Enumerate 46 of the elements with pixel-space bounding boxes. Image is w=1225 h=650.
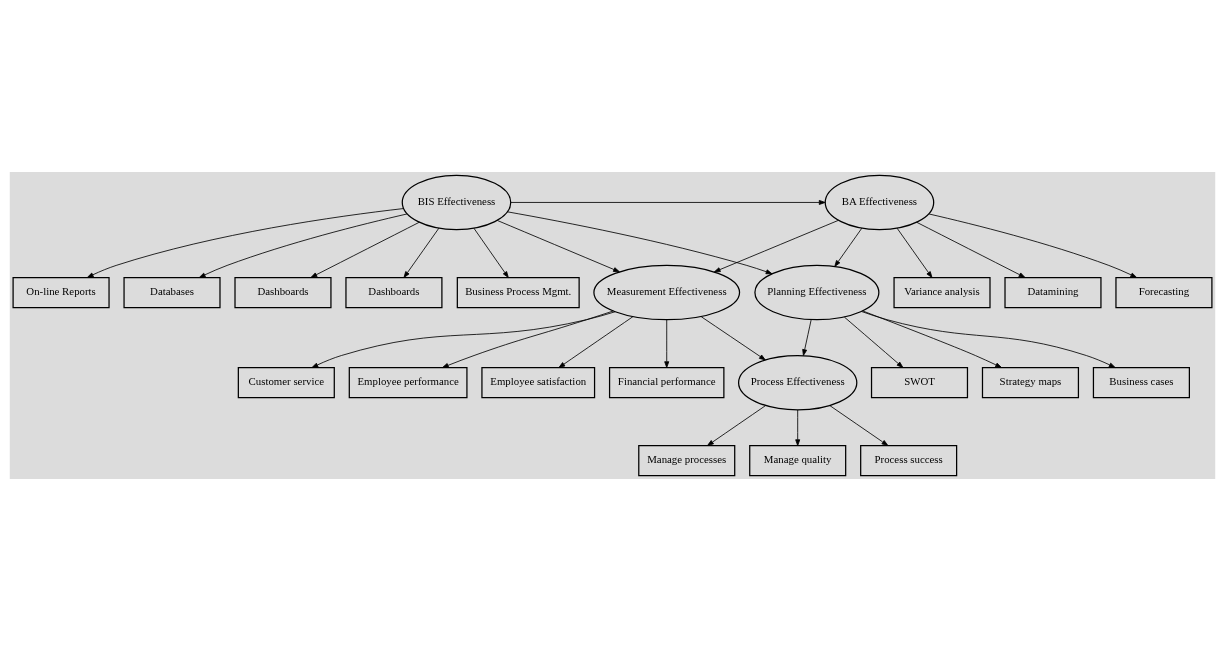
arrow [843,316,904,368]
node-box: Business Process Mgmt. [456,276,580,308]
node-box: Manage processes [638,444,736,476]
arrow [510,199,826,205]
arrow [496,219,620,272]
arrow [86,207,404,278]
arrow [558,315,634,368]
node-box: Manage quality [749,444,847,476]
node-box: On-line Reports [12,276,110,308]
node-ellipse: Planning Effectiveness [754,264,880,320]
arrow [664,318,670,368]
node-box: Employee performance [348,366,468,398]
node-box: Employee satisfaction [481,366,596,398]
node-box: Databases [123,276,221,308]
node-box: Forecasting [1115,276,1213,308]
arrow [802,318,812,356]
node-ellipse: BIS Effectiveness [401,174,512,230]
arrow [507,210,773,274]
arrow [795,409,801,446]
arrow [713,219,839,272]
arrow [311,310,616,368]
node-box: SWOT [870,366,969,398]
arrow [198,213,408,278]
node-box: Financial performance [608,366,725,398]
arrow [700,315,766,360]
arrow [862,310,1002,368]
node-box: Strategy maps [981,366,1080,398]
node-ellipse: BA Effectiveness [824,174,935,230]
arrow [834,227,863,267]
node-box: Process success [860,444,958,476]
arrow [928,213,1138,278]
node-box: Datamining [1004,276,1102,308]
node-box: Customer service [237,366,335,398]
node-box: Dashboards [345,276,443,308]
arrow [442,310,614,368]
arrow [473,227,509,278]
arrow [707,404,767,446]
arrow [896,227,933,278]
arrow [310,221,420,278]
node-box: Dashboards [234,276,332,308]
node-box: Variance analysis [893,276,991,308]
node-box: Business cases [1092,366,1190,398]
arrow [861,310,1116,368]
arrow [403,227,440,278]
arrow [829,404,889,446]
arrow [916,221,1026,278]
